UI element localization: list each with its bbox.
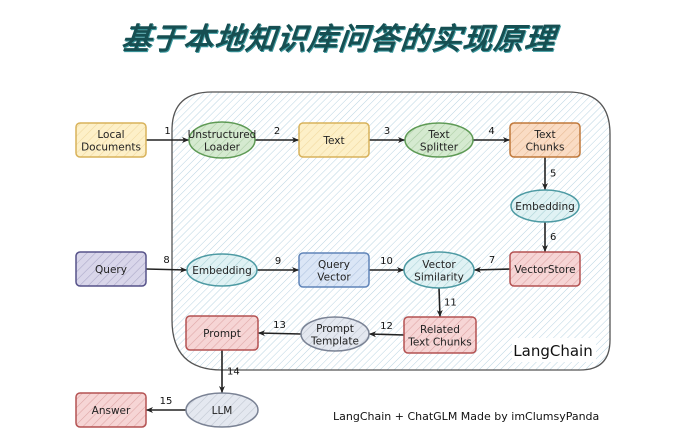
answer-label: Answer bbox=[92, 405, 131, 417]
edge-7 bbox=[473, 266, 511, 273]
edge-11 bbox=[436, 287, 443, 318]
node-answer: Answer bbox=[75, 392, 147, 428]
related-text-chunks-box bbox=[403, 316, 477, 354]
text-chunks-label: Chunks bbox=[526, 141, 565, 153]
llm-ellipse bbox=[185, 392, 259, 428]
vector-store-box bbox=[509, 251, 581, 287]
query-vector-label: Vector bbox=[317, 271, 351, 283]
edge-step-label: 15 bbox=[160, 396, 173, 407]
embedding-docs-ellipse bbox=[510, 189, 580, 223]
edge-step-label: 5 bbox=[550, 169, 556, 180]
text-splitter-label: Text bbox=[427, 129, 449, 141]
edge-step-label: 8 bbox=[163, 255, 169, 266]
text-label: Text bbox=[322, 135, 344, 147]
edge-13 bbox=[257, 330, 302, 337]
query-label: Query bbox=[95, 264, 127, 276]
embedding-query-ellipse bbox=[186, 253, 258, 287]
edge-8 bbox=[145, 266, 188, 273]
prompt-box bbox=[185, 315, 259, 351]
edge-step-label: 7 bbox=[489, 255, 495, 266]
edge-step-label: 3 bbox=[384, 126, 390, 137]
text-chunks-box bbox=[509, 122, 581, 158]
prompt-template-ellipse bbox=[300, 316, 370, 352]
vector-similarity-label: Similarity bbox=[414, 271, 464, 283]
prompt-template-label: Template bbox=[310, 335, 359, 347]
prompt-template-label: Prompt bbox=[316, 323, 354, 335]
query-vector-label: Query bbox=[318, 259, 350, 271]
edge-step-label: 14 bbox=[227, 367, 240, 378]
edge-step-label: 11 bbox=[444, 298, 457, 309]
query-vector-box bbox=[298, 252, 370, 288]
edge-step-label: 9 bbox=[275, 256, 281, 267]
edge-step-label: 6 bbox=[550, 232, 556, 243]
embedding-docs-label: Embedding bbox=[515, 201, 575, 213]
unstructured-loader-label: Unstructured bbox=[188, 129, 257, 141]
text-splitter-label: Splitter bbox=[420, 141, 459, 153]
langchain-label: LangChain bbox=[513, 342, 592, 360]
answer-box bbox=[75, 392, 147, 428]
local-documents-label: Local bbox=[97, 129, 124, 141]
edge-step-label: 1 bbox=[164, 126, 170, 137]
local-documents-label: Documents bbox=[81, 141, 141, 153]
related-text-chunks-label: Related bbox=[420, 324, 460, 336]
text-box bbox=[298, 122, 370, 158]
edge-step-label: 4 bbox=[488, 126, 494, 137]
text-chunks-label: Text bbox=[533, 129, 555, 141]
node-text: Text bbox=[298, 122, 370, 158]
vector-similarity-label: Vector bbox=[422, 259, 456, 271]
query-box bbox=[75, 251, 147, 287]
edge-step-label: 13 bbox=[273, 320, 286, 331]
node-prompt: Prompt bbox=[185, 315, 259, 351]
embedding-query-label: Embedding bbox=[192, 265, 252, 277]
node-llm: LLM bbox=[185, 392, 259, 428]
vector-similarity-ellipse bbox=[403, 251, 475, 289]
edge-12 bbox=[368, 331, 405, 338]
local-documents-box bbox=[75, 122, 147, 158]
text-splitter-ellipse bbox=[404, 122, 474, 158]
edge-step-label: 12 bbox=[380, 321, 393, 332]
llm-label: LLM bbox=[212, 405, 233, 417]
node-embedding-docs: Embedding bbox=[510, 189, 580, 223]
edge-step-label: 10 bbox=[380, 256, 393, 267]
unstructured-loader-label: Loader bbox=[204, 141, 241, 153]
node-query: Query bbox=[75, 251, 147, 287]
langchain-label-bg bbox=[512, 338, 596, 362]
prompt-label: Prompt bbox=[203, 328, 241, 340]
unstructured-loader-ellipse bbox=[188, 121, 256, 159]
vector-store-label: VectorStore bbox=[514, 264, 575, 276]
node-embedding-query: Embedding bbox=[186, 253, 258, 287]
edge-step-label: 2 bbox=[274, 126, 280, 137]
credit-caption: LangChain + ChatGLM Made by imClumsyPand… bbox=[333, 410, 599, 423]
node-vector-store: VectorStore bbox=[509, 251, 581, 287]
related-text-chunks-label: Text Chunks bbox=[407, 336, 471, 348]
